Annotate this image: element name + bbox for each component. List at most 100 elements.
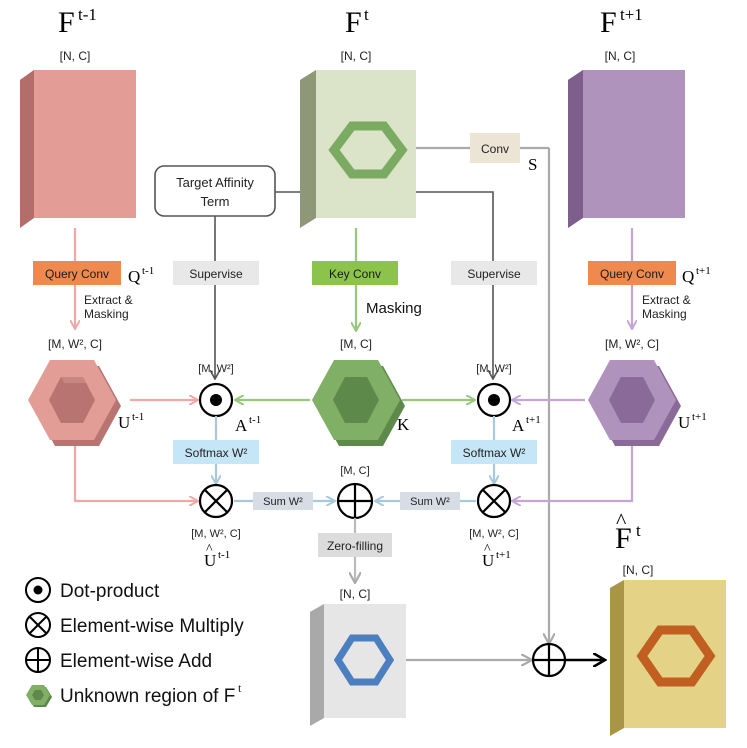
query-conv-left-label: Query Conv xyxy=(45,267,109,281)
frame-block-out xyxy=(610,580,726,736)
k-label: K xyxy=(397,415,410,434)
hexagon-u-left xyxy=(28,360,121,446)
frame-next-base: F xyxy=(600,6,617,39)
q-left-base: Q xyxy=(128,267,140,286)
frame-block-prev xyxy=(20,70,136,228)
arrow-u-right-to-mul xyxy=(513,446,634,501)
multiply-right xyxy=(476,483,512,519)
u-right-sup: t+1 xyxy=(692,411,707,423)
legend-unknown-icon xyxy=(26,685,52,707)
q-left-sup: t-1 xyxy=(142,265,154,277)
q-right-base: Q xyxy=(682,267,694,286)
u-left-base: U xyxy=(118,413,130,432)
frame-next-sup: t+1 xyxy=(620,5,643,24)
multiply-left xyxy=(198,483,234,519)
shape-zero: [N, C] xyxy=(340,587,371,601)
shape-dot-left: [M, W²] xyxy=(198,363,233,375)
hexagon-k xyxy=(312,360,405,446)
sum-left-label: Sum W² xyxy=(263,496,303,508)
unknown-region-hexagon xyxy=(328,121,408,179)
conv-label: Conv xyxy=(481,142,509,156)
conv-box xyxy=(470,133,520,163)
uhat-left-base: U xyxy=(204,551,216,570)
softmax-right-label: Softmax W² xyxy=(463,446,526,460)
add-center xyxy=(336,482,374,520)
frame-block-next xyxy=(568,70,685,228)
shape-k: [M, C] xyxy=(340,337,372,351)
supervise-left-label: Supervise xyxy=(189,267,243,281)
zero-filling-label: Zero-filling xyxy=(327,539,383,553)
legend-dot-icon xyxy=(25,577,51,603)
u-right-base: U xyxy=(678,413,690,432)
softmax-left-label: Softmax W² xyxy=(185,446,248,460)
uhat-right-base: U xyxy=(482,551,494,570)
legend-dot-label: Dot-product xyxy=(60,581,160,602)
extract-right-2: Masking xyxy=(642,307,687,321)
sum-right-box xyxy=(400,492,460,510)
dot-product-right xyxy=(476,382,512,418)
query-conv-right-box xyxy=(588,261,676,285)
frame-out-base: F xyxy=(615,522,632,555)
frame-prev-base: F xyxy=(58,6,75,39)
sum-right-label: Sum W² xyxy=(410,496,450,508)
extract-right-1: Extract & xyxy=(642,293,691,307)
target-affinity-line2: Term xyxy=(201,194,230,209)
arrow-u-left-to-mul xyxy=(73,446,197,501)
arrow-supervise-right xyxy=(416,191,493,378)
frame-prev-shape: [N, C] xyxy=(60,49,91,63)
legend-unknown-label: Unknown region of F xyxy=(60,686,235,707)
softmax-left-box xyxy=(173,440,259,464)
shape-add: [M, C] xyxy=(340,465,369,477)
a-left-sup: t-1 xyxy=(249,414,261,426)
sum-left-box xyxy=(253,492,313,510)
supervise-right-label: Supervise xyxy=(467,267,521,281)
frame-title-prev: F t-1 [N, C] xyxy=(58,5,97,63)
target-affinity-line1: Target Affinity xyxy=(176,175,254,190)
a-right-base: A xyxy=(512,416,525,435)
supervise-right-box xyxy=(451,261,537,285)
frame-cur-sup: t xyxy=(364,5,369,24)
legend-add-icon xyxy=(25,647,51,673)
extract-left-2: Masking xyxy=(84,307,129,321)
frame-title-cur: F t [N, C] xyxy=(341,5,372,63)
a-left-base: A xyxy=(235,416,248,435)
legend-add-label: Element-wise Add xyxy=(60,651,212,672)
legend-unknown-sup: t xyxy=(238,681,242,695)
shape-mul-left: [M, W², C] xyxy=(191,528,241,540)
uhat-left-sup: t-1 xyxy=(218,549,230,561)
frame-out-sup: t xyxy=(636,521,641,540)
a-right-sup: t+1 xyxy=(526,414,541,426)
frame-block-zero xyxy=(310,604,406,726)
uhat-left-hat: ^ xyxy=(206,542,213,557)
frame-out-hat: ^ xyxy=(616,508,627,533)
frame-block-cur xyxy=(300,70,416,228)
u-left-sup: t-1 xyxy=(132,411,144,423)
query-conv-left-box xyxy=(33,261,121,285)
supervise-left-box xyxy=(173,261,259,285)
q-right-sup: t+1 xyxy=(696,265,711,277)
legend-mul-icon xyxy=(25,612,51,638)
uhat-right-sup: t+1 xyxy=(496,549,511,561)
frame-out-shape: [N, C] xyxy=(623,563,654,577)
shape-mul-right: [M, W², C] xyxy=(469,528,519,540)
zero-filling-box xyxy=(318,533,392,557)
key-conv-box xyxy=(312,261,398,285)
legend: Dot-product Element-wise Multiply Elemen… xyxy=(25,577,244,707)
key-conv-label: Key Conv xyxy=(329,267,381,281)
frame-title-next: F t+1 [N, C] xyxy=(600,5,643,63)
extract-left-1: Extract & xyxy=(84,293,133,307)
uhat-right-hat: ^ xyxy=(484,542,491,557)
frame-cur-base: F xyxy=(345,6,362,39)
frame-next-shape: [N, C] xyxy=(605,49,636,63)
frame-cur-shape: [N, C] xyxy=(341,49,372,63)
label-S: S xyxy=(528,155,537,174)
shape-dot-right: [M, W²] xyxy=(476,363,511,375)
shape-u-left: [M, W², C] xyxy=(48,337,102,351)
query-conv-right-label: Query Conv xyxy=(600,267,664,281)
softmax-right-box xyxy=(451,440,537,464)
dot-product-left xyxy=(198,382,234,418)
frame-prev-sup: t-1 xyxy=(78,5,97,24)
add-final xyxy=(531,642,567,678)
legend-mul-label: Element-wise Multiply xyxy=(60,616,244,637)
